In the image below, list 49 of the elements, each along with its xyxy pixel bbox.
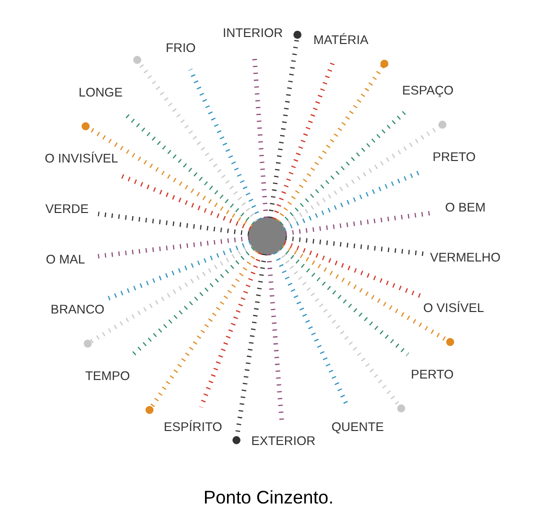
node-circle [132,56,141,64]
node-circle [248,217,286,255]
node-circle [83,340,92,348]
node-text: VERMELHO [430,250,500,265]
connector [279,246,409,356]
node-circle [232,436,240,444]
connector [89,244,252,344]
node-circle [446,338,454,346]
node-circle [145,406,154,414]
node-text: O MAL [45,252,84,266]
node-text: LONGE [78,85,122,100]
connector [271,60,335,220]
node-text: O VISÍVEL [422,301,484,316]
connector [97,212,249,236]
connector [149,250,258,408]
node-text: EXTERIOR [250,434,315,448]
node-text: VERDE [44,202,88,216]
node-text: FRIO [165,40,196,55]
connector [283,240,422,298]
connector [96,236,249,259]
node-text: O INVISÍVEL [44,152,118,166]
connector [137,62,258,222]
connector [188,68,262,220]
connector [118,173,251,232]
node-text: TEMPO [84,368,130,383]
node-text: MATÉRIA [312,33,368,48]
node-text: BRANCO [50,302,104,317]
node-text: ESPAÇO [402,84,454,98]
connector [266,254,284,422]
node-text: PRETO [432,150,476,164]
node-text: PERTO [410,367,454,382]
connector [281,124,440,228]
connector [107,240,251,300]
caption: Ponto Cinzento. [202,486,334,508]
node-text: INTERIOR [222,26,282,40]
node-circle [81,122,90,130]
connector [275,65,384,222]
node-circle [380,60,388,68]
node-text: QUENTE [331,420,384,434]
node-text: ESPÍRITO [163,420,222,434]
connector [282,243,448,342]
node-text: O BEM [444,200,486,214]
node-circle [292,30,301,39]
connector [276,249,400,407]
connector [279,110,406,226]
connector [198,252,262,408]
node-circle [396,404,405,412]
connector [267,38,299,218]
node-circle [438,120,446,129]
